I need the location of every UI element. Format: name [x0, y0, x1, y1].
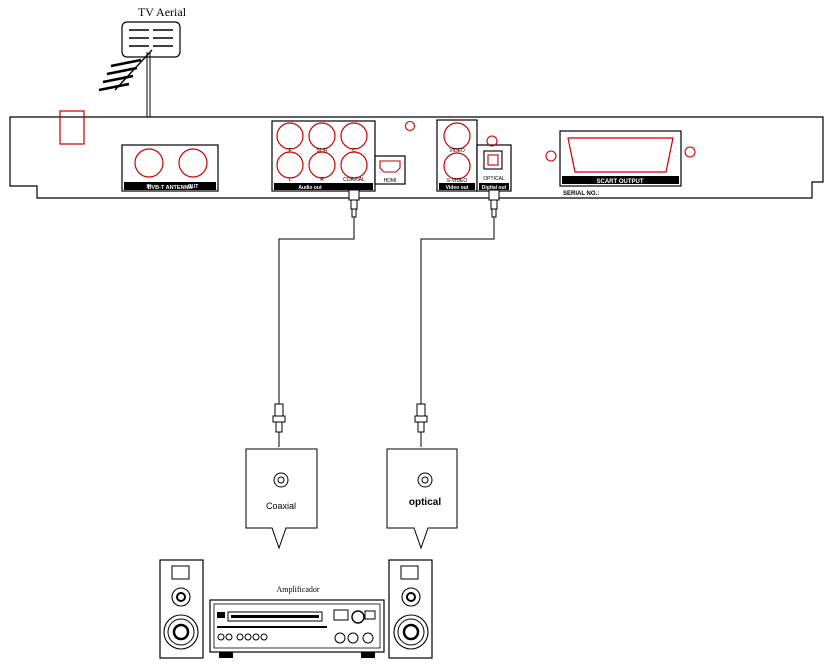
- coaxial-callout: Coaxial: [245, 448, 318, 550]
- svg-text:SL/R: SL/R: [316, 148, 328, 154]
- optical-block: OPTICAL Digital out: [476, 135, 512, 192]
- scart-label: SCART OUTPUT: [597, 179, 644, 185]
- antenna-in-port: [134, 148, 164, 178]
- amplifier: Amplificador: [209, 585, 385, 658]
- optical-cable: [414, 189, 500, 447]
- optical-callout-label: optical: [409, 497, 441, 508]
- svg-text:IN: IN: [147, 184, 152, 190]
- coaxial-callout-label: Coaxial: [266, 501, 296, 511]
- svg-text:L: L: [289, 177, 292, 183]
- optical-port: [487, 154, 499, 166]
- left-speaker: [159, 559, 204, 659]
- serial-label: SERIAL NO.:: [563, 191, 599, 197]
- amplifier-label: Amplificador: [276, 585, 319, 594]
- optical-jack-icon: [417, 472, 433, 488]
- svg-text:C: C: [352, 148, 356, 154]
- antenna-block-label: DVB-T ANTENNA: [147, 185, 192, 191]
- svg-text:R: R: [320, 177, 324, 183]
- svg-text:OUT: OUT: [188, 184, 199, 190]
- screw-hole: [404, 120, 416, 132]
- svg-text:Audio out: Audio out: [298, 185, 322, 191]
- svg-text:S-VIDEO: S-VIDEO: [447, 178, 468, 184]
- svg-text:Video out: Video out: [446, 185, 469, 191]
- svg-text:HDMI: HDMI: [384, 178, 397, 184]
- antenna-block: IN OUT DVB-T ANTENNA: [121, 144, 219, 192]
- audio-out-block: F SL/R C L R COAXIAL Audio out: [271, 120, 376, 192]
- svg-text:OPTICAL: OPTICAL: [483, 176, 505, 182]
- antenna-out-port: [178, 148, 208, 178]
- optical-callout: optical: [386, 448, 458, 550]
- scart-output: SCART OUTPUT SERIAL NO.:: [545, 130, 696, 197]
- coaxial-cable: [272, 189, 360, 447]
- coaxial-port: [340, 151, 368, 179]
- svg-text:Digital out: Digital out: [482, 185, 507, 191]
- aerial-label: TV Aerial: [138, 5, 187, 19]
- svg-text:COAXIAL: COAXIAL: [343, 177, 365, 183]
- svg-text:VIDEO: VIDEO: [449, 148, 465, 154]
- right-speaker: [388, 559, 433, 659]
- svg-text:F: F: [288, 148, 291, 154]
- coaxial-jack-icon: [273, 472, 289, 488]
- video-out-block: VIDEO S-VIDEO Video out: [436, 119, 478, 192]
- hdmi-port: HDMI: [374, 155, 406, 185]
- rear-panel: IN OUT DVB-T ANTENNA F SL/R C L R COAXIA…: [9, 110, 824, 199]
- power-socket: [59, 110, 85, 145]
